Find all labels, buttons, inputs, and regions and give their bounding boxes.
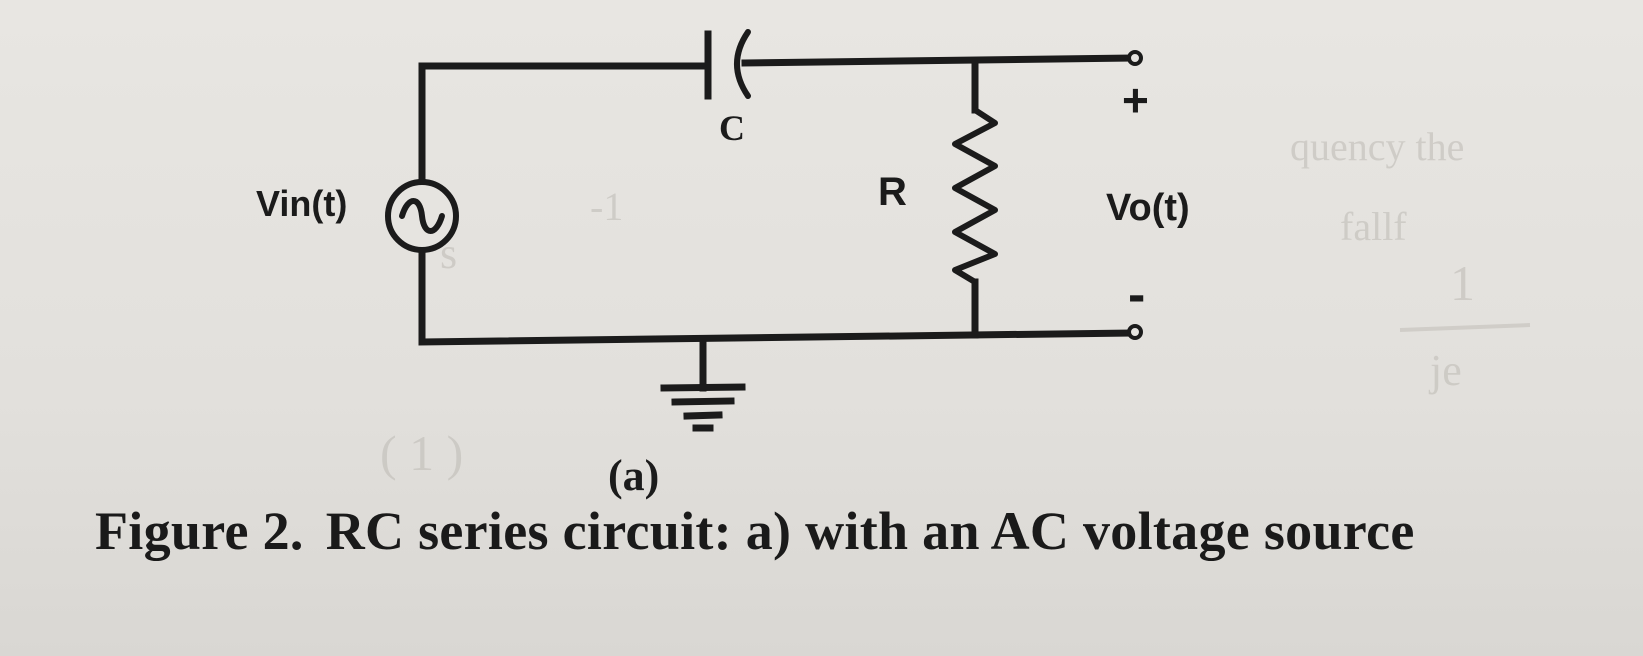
caption-text: RC series circuit: a) with an AC voltage… bbox=[325, 501, 1415, 561]
output-terminal-top bbox=[1127, 50, 1143, 66]
svg-text:quency the: quency the bbox=[1290, 124, 1464, 169]
wires bbox=[418, 54, 1134, 392]
resistor bbox=[952, 107, 998, 285]
output-terminal-bottom bbox=[1127, 324, 1143, 340]
capacitor bbox=[704, 29, 751, 100]
output-label: Vo(t) bbox=[1106, 187, 1190, 229]
ac-voltage-source bbox=[385, 179, 459, 253]
bleed-through-marks: quency the fallf 1 je ( 1 ) s -1 bbox=[380, 124, 1531, 481]
svg-text:je: je bbox=[1428, 346, 1462, 395]
output-terminals bbox=[1127, 50, 1143, 340]
figure-caption: Figure 2. RC series circuit: a) with an A… bbox=[95, 500, 1415, 562]
capacitor-label: C bbox=[719, 108, 745, 148]
ground-symbol bbox=[660, 383, 746, 432]
subfigure-label: (a) bbox=[608, 451, 659, 500]
resistor-label: R bbox=[878, 170, 907, 214]
svg-text:-1: -1 bbox=[590, 184, 623, 229]
svg-text:fallf: fallf bbox=[1340, 204, 1407, 249]
figure-number: Figure 2. bbox=[95, 501, 304, 561]
sine-wave-icon bbox=[399, 198, 445, 234]
source-label: Vin(t) bbox=[256, 183, 347, 224]
svg-text:( 1 ): ( 1 ) bbox=[380, 425, 463, 481]
svg-text:1: 1 bbox=[1450, 255, 1475, 311]
minus-sign: - bbox=[1128, 266, 1145, 324]
plus-sign: + bbox=[1122, 74, 1149, 126]
